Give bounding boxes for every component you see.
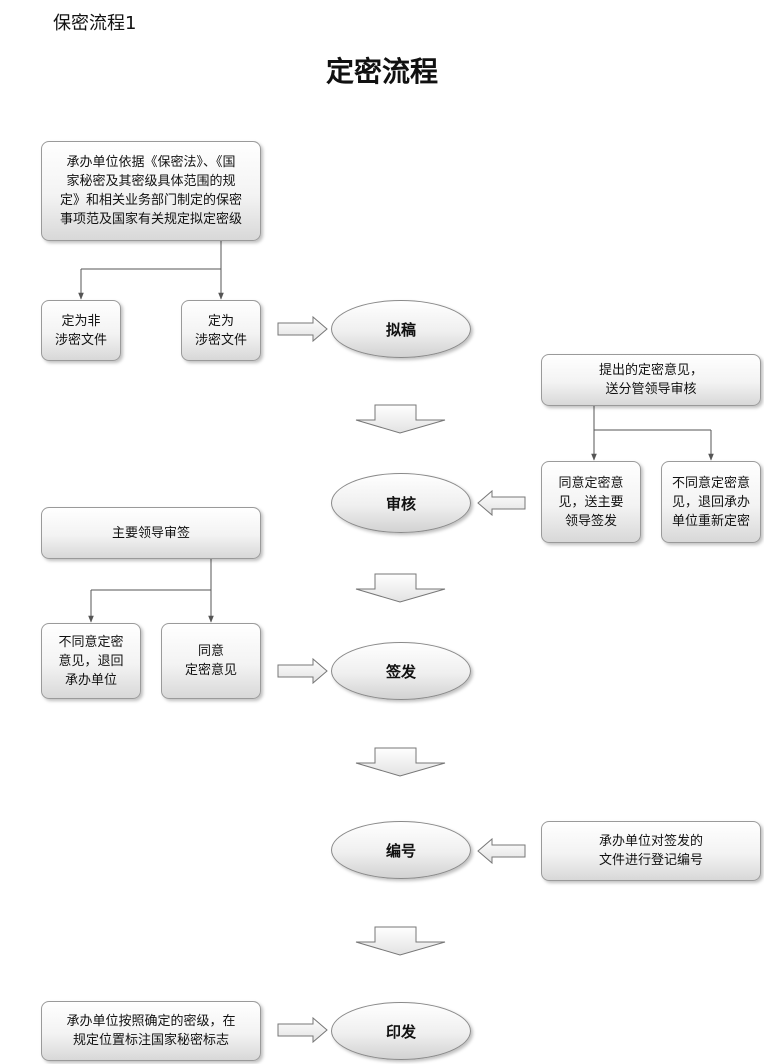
box-submit-review-text: 提出的定密意见， 送分管领导审核	[598, 363, 703, 397]
block-arrow-left	[477, 489, 526, 865]
step-print-label: 印发	[385, 1022, 416, 1041]
arrow-to-draft	[277, 315, 328, 343]
corner-title: 保密流程1	[53, 13, 137, 34]
box-main-leader-sign-text: 主要领导审签	[111, 525, 190, 541]
arrow-sign-to-number	[355, 747, 446, 777]
arrow-to-number	[477, 837, 526, 865]
box-disagree-sign-text: 不同意定密 意见，退回 承办单位	[58, 634, 124, 688]
connector-review-split	[591, 406, 714, 461]
box-secret-text: 定为 涉密文件	[194, 313, 247, 348]
box-main-leader-sign: 主要领导审签	[41, 507, 261, 559]
box-secret: 定为 涉密文件	[181, 300, 261, 361]
step-sign-label: 签发	[385, 662, 416, 681]
step-sign: 签发	[331, 642, 471, 700]
arrow-to-review	[477, 489, 526, 517]
page-title: 定密流程	[325, 55, 438, 88]
arrow-to-print	[277, 1016, 328, 1044]
box-register: 承办单位对签发的 文件进行登记编号	[541, 821, 761, 881]
box-disagree-sign: 不同意定密 意见，退回 承办单位	[41, 623, 141, 699]
box-non-secret: 定为非 涉密文件	[41, 300, 121, 361]
box-non-secret-text: 定为非 涉密文件	[54, 313, 107, 348]
box-mark: 承办单位按照确定的密级，在 规定位置标注国家秘密标志	[41, 1001, 261, 1061]
box-agree-review-text: 同意定密意 见，送主要 领导签发	[558, 475, 624, 529]
box-register-text: 承办单位对签发的 文件进行登记编号	[598, 834, 703, 868]
box-agree-review: 同意定密意 见，送主要 领导签发	[541, 461, 641, 543]
connector-sign-split	[88, 559, 214, 623]
arrow-number-to-print	[355, 926, 446, 956]
box-mark-text: 承办单位按照确定的密级，在 规定位置标注国家秘密标志	[66, 1014, 236, 1048]
arrow-review-to-sign	[355, 573, 446, 603]
step-review: 审核	[331, 473, 471, 533]
block-arrow-right	[277, 315, 328, 1044]
box-disagree-review-text: 不同意定密意 见，退回承办 单位重新定密	[671, 475, 750, 529]
arrow-to-sign	[277, 657, 328, 685]
box-basis-text: 承办单位依据《保密法》、《国 家秘密及其密级具体范围的规 定》和相关业务部门制定…	[59, 155, 242, 227]
step-draft-label: 拟稿	[385, 320, 416, 339]
box-agree-sign: 同意 定密意见	[161, 623, 261, 699]
box-disagree-review: 不同意定密意 见，退回承办 单位重新定密	[661, 461, 761, 543]
connector-basis-split	[78, 241, 224, 300]
box-basis: 承办单位依据《保密法》、《国 家秘密及其密级具体范围的规 定》和相关业务部门制定…	[41, 141, 261, 241]
box-submit-review: 提出的定密意见， 送分管领导审核	[541, 354, 761, 406]
block-arrow-down	[355, 404, 446, 956]
step-draft: 拟稿	[331, 300, 471, 358]
arrow-draft-to-review	[355, 404, 446, 434]
step-review-label: 审核	[385, 494, 416, 513]
step-number-label: 编号	[385, 841, 416, 860]
box-agree-sign-text: 同意 定密意见	[184, 644, 237, 678]
step-number: 编号	[331, 821, 471, 879]
step-print: 印发	[331, 1002, 471, 1060]
